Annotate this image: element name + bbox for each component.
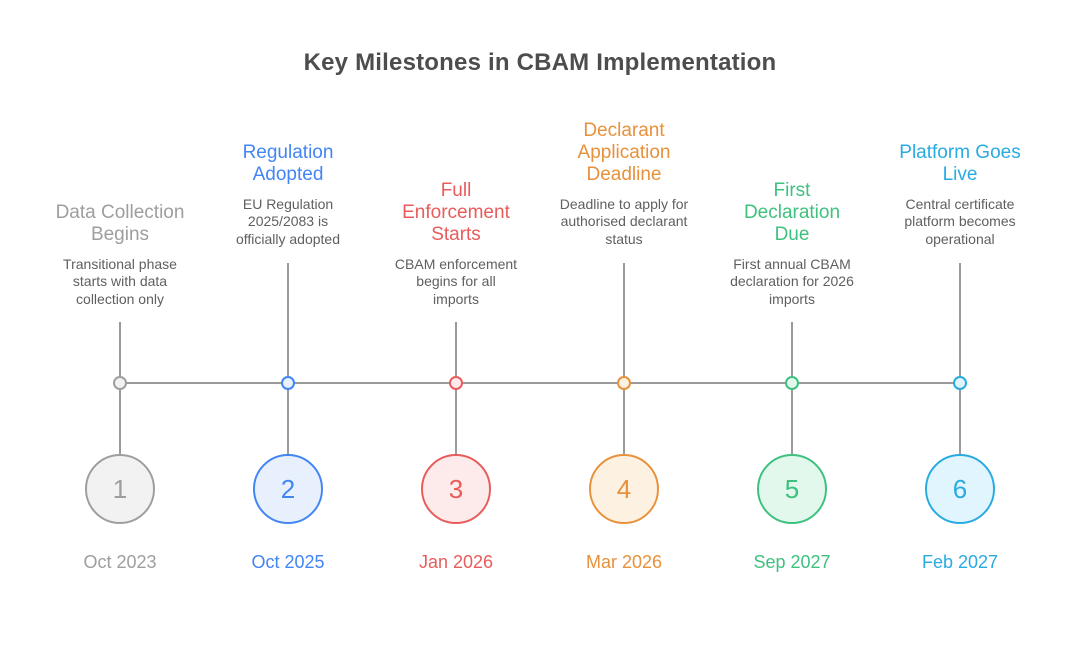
- milestone-description: Central certificate platform becomes ope…: [904, 195, 1016, 247]
- milestone-number: 6: [952, 473, 968, 504]
- connector-line: [623, 263, 625, 454]
- milestone-date: Jan 2026: [418, 552, 494, 572]
- milestone-number: 2: [280, 473, 296, 504]
- milestone-number-circle: 2: [253, 454, 323, 524]
- timeline-node: [785, 376, 799, 390]
- timeline-node: [953, 376, 967, 390]
- milestone-6: Platform Goes Live Central certificate p…: [876, 0, 1044, 649]
- milestone-description: EU Regulation 2025/2083 is officially ad…: [235, 195, 341, 247]
- milestone-number-circle: 1: [85, 454, 155, 524]
- milestone-5: First Declaration Due First annual CBAM …: [708, 0, 876, 649]
- timeline-node: [617, 376, 631, 390]
- milestone-number: 4: [616, 473, 632, 504]
- milestone-number: 5: [784, 473, 800, 504]
- milestone-description: Deadline to apply for authorised declara…: [559, 195, 689, 247]
- connector-line: [287, 263, 289, 454]
- milestone-text-block: Declarant Application Deadline Deadline …: [540, 120, 708, 249]
- milestone-4: Declarant Application Deadline Deadline …: [540, 0, 708, 649]
- connector-line: [959, 263, 961, 454]
- milestone-number-circle: 6: [925, 454, 995, 524]
- milestone-number-circle: 4: [589, 454, 659, 524]
- milestone-1: Data Collection Begins Transitional phas…: [36, 0, 204, 649]
- milestone-description: CBAM enforcement begins for all imports: [394, 255, 518, 307]
- milestone-3: Full Enforcement Starts CBAM enforcement…: [372, 0, 540, 649]
- timeline-axis: [120, 382, 960, 384]
- milestone-number-circle: 5: [757, 454, 827, 524]
- milestone-title: Regulation Adopted: [242, 141, 334, 185]
- milestone-text-block: Platform Goes Live Central certificate p…: [876, 142, 1044, 249]
- timeline-node: [449, 376, 463, 390]
- milestone-title: Platform Goes Live: [899, 141, 1021, 185]
- milestone-date: Oct 2023: [83, 552, 157, 572]
- milestone-number-circle: 3: [421, 454, 491, 524]
- milestone-title: Data Collection Begins: [55, 201, 185, 245]
- milestone-text-block: Full Enforcement Starts CBAM enforcement…: [372, 180, 540, 309]
- milestone-date: Mar 2026: [585, 552, 663, 572]
- milestone-number: 3: [448, 473, 464, 504]
- milestone-title: First Declaration Due: [743, 179, 841, 245]
- milestone-description: Transitional phase starts with data coll…: [63, 255, 177, 307]
- milestone-text-block: First Declaration Due First annual CBAM …: [708, 180, 876, 309]
- milestone-date: Feb 2027: [921, 552, 999, 572]
- milestone-2: Regulation Adopted EU Regulation 2025/20…: [204, 0, 372, 649]
- timeline-node: [281, 376, 295, 390]
- milestone-date: Oct 2025: [251, 552, 325, 572]
- milestone-date: Sep 2027: [753, 552, 831, 572]
- milestone-text-block: Data Collection Begins Transitional phas…: [36, 202, 204, 309]
- page-title: Key Milestones in CBAM Implementation: [303, 49, 777, 76]
- timeline-node: [113, 376, 127, 390]
- milestone-title: Declarant Application Deadline: [577, 119, 671, 185]
- milestone-description: First annual CBAM declaration for 2026 i…: [730, 255, 854, 307]
- milestone-number: 1: [112, 473, 128, 504]
- milestone-title: Full Enforcement Starts: [402, 179, 510, 245]
- milestone-text-block: Regulation Adopted EU Regulation 2025/20…: [204, 142, 372, 249]
